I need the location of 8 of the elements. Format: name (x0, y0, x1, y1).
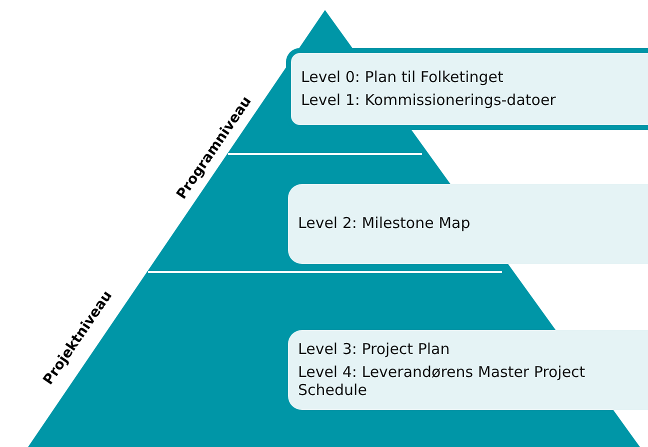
level-text: Level 3: Project Plan (298, 341, 451, 358)
level-text: Level 4: Leverandørens Master Project Schedule (298, 364, 586, 399)
level-box (288, 330, 648, 410)
level-box (286, 48, 648, 130)
level-text: Level 2: Milestone Map (298, 215, 472, 233)
level-box (288, 184, 648, 264)
level-text: Level 0: Plan til Folketinget (301, 68, 504, 86)
level-text: Level 1: Kommissionerings-datoer (301, 92, 557, 110)
